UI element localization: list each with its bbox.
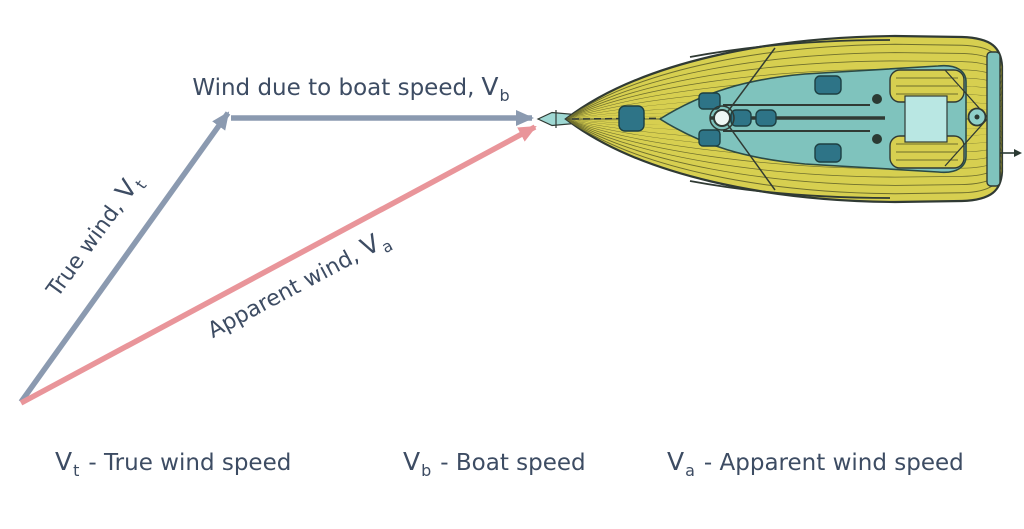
legend: Vt- True wind speed Vb- Boat speed Va- A… (55, 447, 964, 480)
foredeck-hatch (618, 105, 645, 132)
rigging (709, 47, 885, 191)
legend-true-wind: Vt- True wind speed (55, 447, 291, 480)
sailboat-illustration (536, 34, 1022, 204)
apparent-wind-arrow (19, 124, 537, 406)
cabin-hatch-port (814, 75, 842, 95)
winch-port (872, 94, 882, 104)
apparent-wind-arrow-label: Apparent wind,Va (202, 223, 396, 347)
true-wind-arrow (18, 111, 231, 404)
cockpit-floor (904, 95, 948, 143)
boat-speed-arrow-label: Wind due to boat speed,Vb (192, 72, 509, 105)
jib-track-port (689, 39, 891, 58)
stern-arrow (1000, 149, 1022, 157)
legend-apparent-wind: Va- Apparent wind speed (667, 447, 964, 480)
cockpit-stern (872, 51, 1022, 187)
deck-hatch-starboard (698, 129, 721, 147)
cabin-hatch-starboard (814, 143, 842, 163)
true-wind-arrow-label: True wind,Vt (38, 168, 150, 305)
wind-vector-group: Wind due to boat speed,Vb True wind,Vt A… (18, 72, 537, 406)
jib-track-starboard (689, 180, 891, 199)
mast (713, 109, 731, 127)
deck-hatch-port (698, 92, 721, 110)
winch-starboard (872, 134, 882, 144)
legend-boat-speed: Vb- Boat speed (403, 447, 586, 480)
transom (986, 51, 1001, 187)
